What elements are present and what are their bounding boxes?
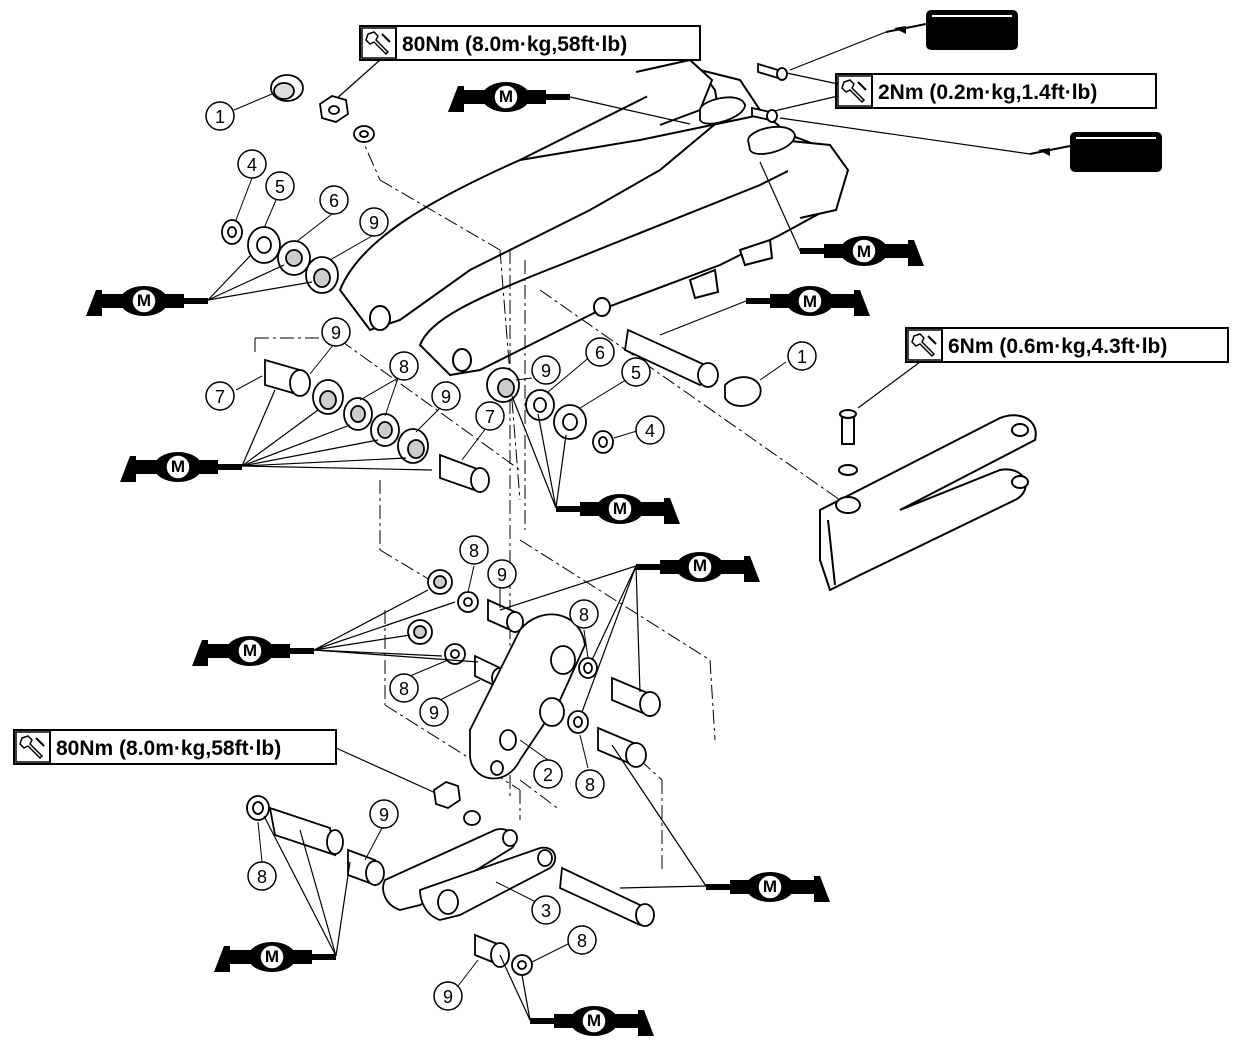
grease-gun-icon: M [611,744,831,903]
callout-2: 2 [533,759,563,789]
callout-8: 8 [389,351,419,381]
callout-8: 8 [389,673,419,703]
adhesive-tube-icon [779,117,1163,173]
svg-text:M: M [265,947,279,966]
svg-text:8: 8 [399,679,409,699]
svg-text:1: 1 [215,107,225,127]
svg-text:4: 4 [247,155,257,175]
svg-text:6: 6 [329,191,339,211]
callout-8: 8 [459,535,489,565]
svg-text:8: 8 [469,541,479,561]
swingarm [338,58,850,377]
callout-9: 9 [321,317,351,347]
svg-text:M: M [763,877,777,896]
grease-gun-icon: M [511,395,681,525]
grease-gun-icon: M [499,954,655,1037]
callout-1: 1 [205,101,235,131]
svg-text:9: 9 [369,213,379,233]
callout-8: 8 [569,599,599,629]
torque-spec-bracket: 6Nm (0.6m·kg,4.3ft·lb) [905,327,1229,363]
svg-text:8: 8 [579,605,589,625]
torque-spec-screw: 2Nm (0.2m·kg,1.4ft·lb) [835,73,1157,109]
grease-gun-icon: M [759,161,925,267]
svg-text:8: 8 [399,357,409,377]
grease-gun-icon: M [191,589,479,667]
svg-text:9: 9 [443,987,453,1007]
grease-gun-icon: M [213,815,351,973]
callout-9: 9 [433,981,463,1011]
svg-text:8: 8 [577,931,587,951]
grease-gun-icon: M [447,81,691,125]
svg-text:6: 6 [595,343,605,363]
svg-text:M: M [693,556,707,575]
callout-8: 8 [567,925,597,955]
callout-8: 8 [247,861,277,891]
svg-text:9: 9 [497,565,507,585]
callout-6: 6 [319,185,349,215]
torque-spec-bottom: 80Nm (8.0m·kg,58ft·lb) [13,729,337,765]
svg-text:5: 5 [631,363,641,383]
svg-text:M: M [803,292,817,311]
svg-text:7: 7 [485,407,495,427]
svg-text:M: M [587,1011,601,1030]
svg-text:M: M [857,242,871,261]
torque-spec-top: 80Nm (8.0m·kg,58ft·lb) [359,25,701,61]
callout-5: 5 [621,357,651,387]
callout-9: 9 [369,799,399,829]
svg-text:8: 8 [585,775,595,795]
callout-4: 4 [635,415,665,445]
callouts: 1 4 5 6 9 7 9 8 9 7 9 6 5 4 1 8 9 8 8 9 … [205,101,817,1011]
callout-9: 9 [431,381,461,411]
svg-text:M: M [137,291,151,310]
chain-support-bracket [819,409,1037,592]
svg-text:8: 8 [257,867,267,887]
callout-9: 9 [531,355,561,385]
callout-9: 9 [419,697,449,727]
svg-text:M: M [171,457,185,476]
callout-9: 9 [487,559,517,589]
svg-text:9: 9 [541,361,551,381]
torque-label: 80Nm (8.0m·kg,58ft·lb) [402,33,627,56]
svg-text:9: 9 [429,703,439,723]
hardware [221,62,796,976]
svg-text:9: 9 [379,805,389,825]
grease-gun-icon: M [119,389,433,483]
torque-label: 6Nm (0.6m·kg,4.3ft·lb) [948,335,1167,358]
grease-gun-icon: M [499,551,761,713]
torque-label: 2Nm (0.2m·kg,1.4ft·lb) [878,81,1097,104]
callout-9: 9 [359,207,389,237]
svg-text:M: M [243,641,257,660]
svg-text:9: 9 [331,323,341,343]
grease-gun-icon: M [85,255,313,317]
callout-6: 6 [585,337,615,367]
svg-text:M: M [613,499,627,518]
callout-4: 4 [237,149,267,179]
grease-gun-icon: M [659,285,871,336]
svg-text:7: 7 [215,387,225,407]
callout-7: 7 [205,381,235,411]
svg-text:3: 3 [541,901,551,921]
torque-label: 80Nm (8.0m·kg,58ft·lb) [56,737,281,760]
callout-8: 8 [575,769,605,799]
callout-7: 7 [475,401,505,431]
svg-text:5: 5 [275,177,285,197]
svg-text:1: 1 [797,347,807,367]
svg-text:4: 4 [645,421,655,441]
callout-1: 1 [787,341,817,371]
callout-5: 5 [265,171,295,201]
svg-text:9: 9 [441,387,451,407]
adhesive-tube-icon [789,9,1019,71]
svg-text:M: M [499,87,513,106]
callout-3: 3 [531,895,561,925]
svg-text:2: 2 [543,765,553,785]
